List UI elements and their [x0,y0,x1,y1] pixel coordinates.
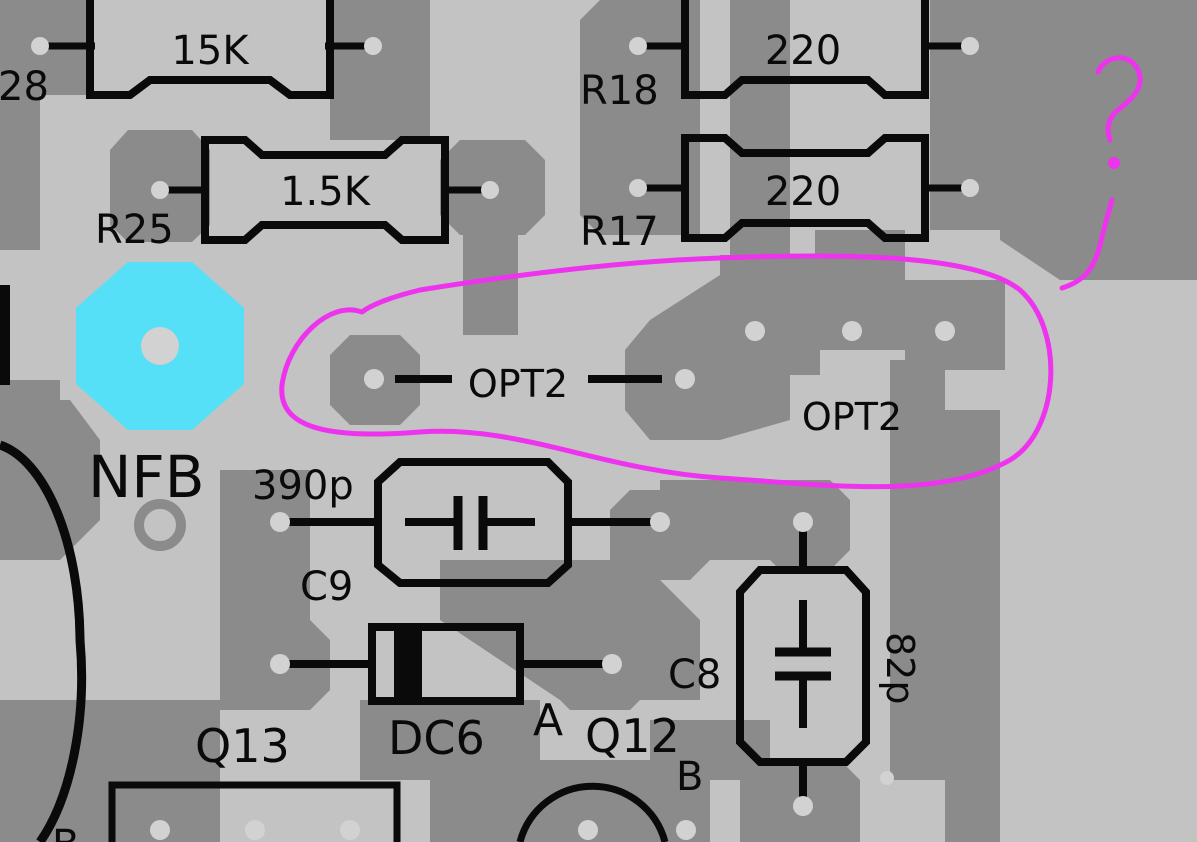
q12-outline [516,782,669,842]
resistor-r18 [629,0,979,99]
nfb-label: NFB [88,443,205,511]
opt2-label-left: OPT2 [468,362,568,406]
capacitor-c9 [270,458,670,587]
opt2-jumper [364,369,695,389]
left-edge-outline [0,285,10,385]
r18-label: R18 [580,68,659,114]
q12-pad-2 [676,820,696,840]
r25-label: R25 [95,207,174,253]
diode-anode-label: A [533,695,563,746]
r28-value: 15K [171,28,250,74]
nfb-pad [76,262,244,430]
misc-pad [880,771,894,785]
opt2-pad-3 [935,321,955,341]
annotation-question-dot [1108,157,1120,169]
left-component-outline [0,440,87,842]
r25-value: 1.5K [280,169,372,215]
diode-dc6 [270,623,622,705]
annotation-question-curve [1095,55,1143,143]
q12-label: Q12 [585,709,680,763]
opt2-pad-1 [745,321,765,341]
resistor-r28 [31,0,382,99]
capacitor-c8 [736,512,870,816]
c8-label: C8 [668,652,721,698]
r17-label: R17 [580,209,659,255]
resistor-r25 [151,136,499,244]
nfb-aux-pad [134,499,186,551]
r28-label: 28 [0,64,49,110]
opt2-label-right: OPT2 [802,395,902,439]
annotation-connector [1059,197,1115,291]
r18-value: 220 [765,28,841,74]
c9-label: C9 [300,564,353,610]
q12-pin-b-label: B [676,754,703,800]
resistor-r17 [629,134,979,242]
opt2-pad-2 [842,321,862,341]
q13-label: Q13 [195,719,290,773]
transistor-q13 [108,781,401,842]
c9-value: 390p [252,463,354,509]
bottom-left-pin-label: B [52,822,79,842]
c8-value: 82p [878,632,922,704]
r17-value: 220 [765,169,841,215]
annotation-highlight [279,55,1143,490]
q12-pad-1 [578,820,598,840]
dc6-label: DC6 [388,711,485,765]
annotation-loop [279,253,1054,490]
